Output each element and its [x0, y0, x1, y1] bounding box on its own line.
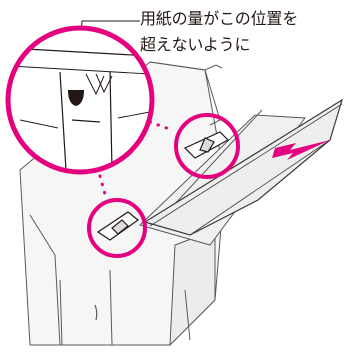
- printer-lid: [149, 61, 223, 126]
- caption-line-2: 超えないように: [140, 35, 251, 54]
- paper-guide-right: [183, 131, 229, 159]
- right-guide-callout: [174, 113, 240, 179]
- left-guide-callout: [87, 198, 147, 258]
- magnified-limit-mark-callout: [5, 25, 155, 175]
- paper-stack: [143, 98, 344, 236]
- caption-text: 用紙の量がこの位置を 超えないように: [140, 6, 345, 58]
- paper-limit-mark-icon: [68, 90, 84, 106]
- feed-direction-arrow: [272, 140, 330, 160]
- caption-line-1: 用紙の量がこの位置を: [140, 9, 299, 28]
- paper-guide-left: [96, 211, 139, 241]
